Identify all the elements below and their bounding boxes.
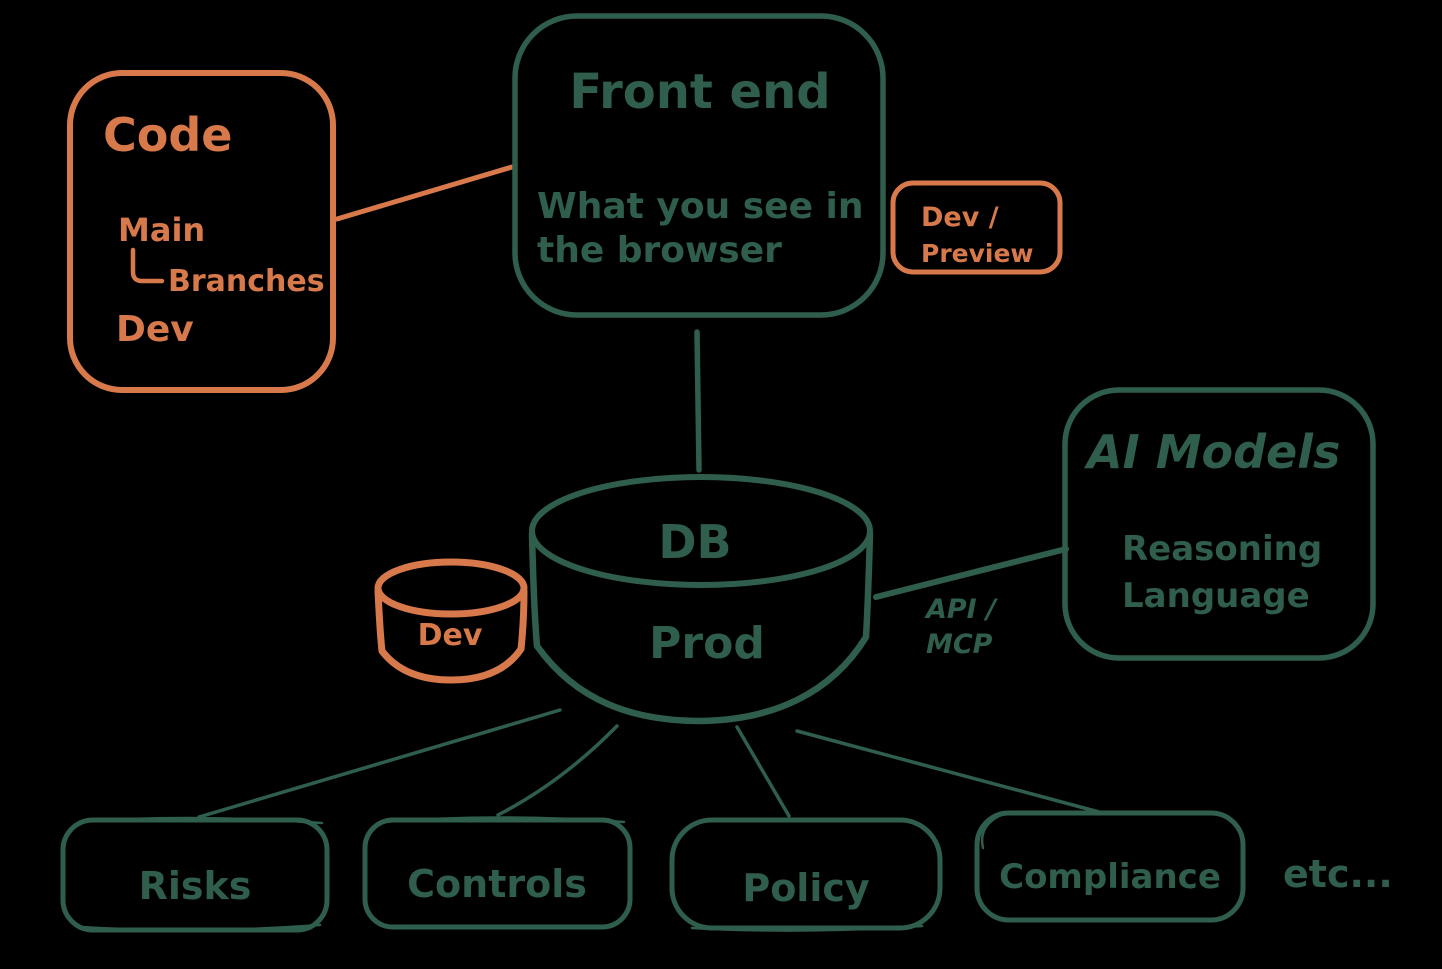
front-end-title-label: Front end (569, 64, 830, 120)
risks-box-sketch-stroke (83, 816, 324, 825)
ai-models-line1: Reasoning (1122, 529, 1322, 569)
node-db-dev: Dev (374, 558, 528, 684)
node-compliance: Compliance (974, 810, 1246, 923)
ai-models-line2: Language (1122, 576, 1310, 616)
edge-db-to-aimodels (873, 546, 1069, 600)
policy-box-sketch-stroke (690, 924, 924, 932)
code-branches-label: Branches (168, 264, 325, 299)
node-code: Code Main Branches Dev (67, 70, 336, 393)
controls-box-outline (362, 817, 633, 930)
edge-label-api-mcp: API / MCP (924, 594, 998, 660)
dev-cylinder-body (374, 587, 528, 684)
node-policy: Policy (669, 817, 943, 932)
controls-box-sketch-stroke (380, 816, 626, 824)
front-end-desc-line2: the browser (537, 230, 782, 271)
db-cylinder-top (529, 474, 873, 588)
node-risks: Risks (60, 816, 330, 933)
node-db-prod: DB Prod (528, 474, 874, 725)
edge-db-to-controls (496, 724, 619, 817)
dev-preview-box-outline (890, 180, 1063, 275)
code-title-label: Code (103, 108, 233, 162)
dev-preview-line1: Dev / (921, 202, 999, 233)
front-end-box-outline (512, 13, 886, 318)
front-end-desc-line1: What you see in (537, 186, 864, 227)
policy-box-outline (669, 817, 943, 931)
code-main-label: Main (118, 211, 205, 249)
node-controls: Controls (362, 816, 633, 930)
dev-preview-line2: Preview (921, 239, 1034, 268)
edge-code-to-frontend (334, 164, 515, 222)
api-label-line2: MCP (926, 629, 993, 660)
risks-box-sketch-stroke2 (78, 923, 322, 932)
policy-label: Policy (742, 866, 870, 910)
risks-label: Risks (139, 864, 252, 908)
code-box-outline (67, 70, 336, 393)
edge-db-to-risks (197, 708, 562, 819)
ai-models-title-label: AI Models (1084, 425, 1340, 479)
db-dev-label: Dev (418, 618, 483, 653)
code-dev-label: Dev (116, 309, 194, 350)
node-front-end: Front end What you see in the browser (512, 13, 886, 318)
node-dev-preview: Dev / Preview (890, 180, 1063, 275)
ai-models-box-outline (1062, 387, 1376, 661)
compliance-box-outline (974, 810, 1246, 923)
node-ai-models: AI Models Reasoning Language (1062, 387, 1376, 661)
compliance-label: Compliance (999, 857, 1221, 897)
api-label-line1: API / (924, 594, 998, 625)
branch-elbow-icon (130, 247, 165, 284)
edge-frontend-to-db (694, 329, 702, 473)
edge-db-to-policy (735, 725, 791, 818)
edge-db-to-compliance (795, 729, 1101, 814)
controls-label: Controls (407, 862, 587, 906)
etc-label: etc... (1283, 852, 1393, 896)
db-title-label: DB (658, 515, 731, 569)
dev-cylinder-top (374, 558, 528, 618)
db-cylinder-body (528, 530, 874, 725)
db-subtitle-label: Prod (649, 618, 765, 669)
compliance-box-sketch-stroke (980, 813, 1003, 850)
